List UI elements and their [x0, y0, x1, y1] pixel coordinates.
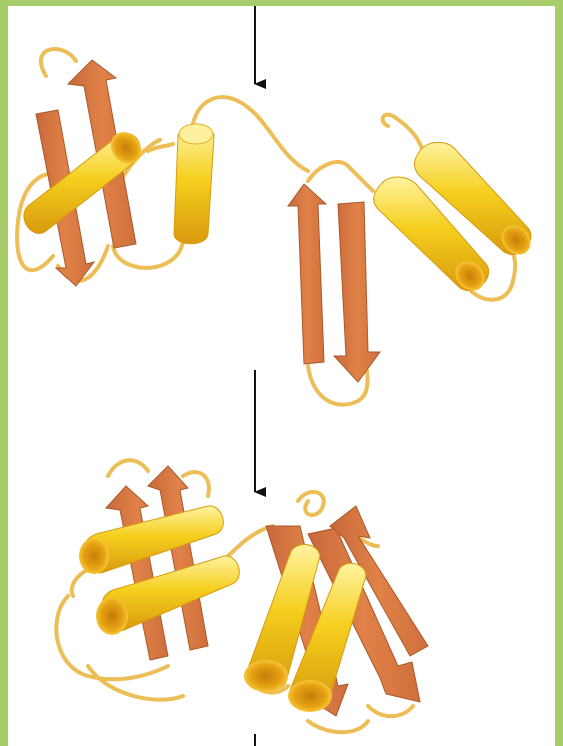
protein-folding-diagram — [8, 6, 555, 746]
beta-strand-top-4 — [334, 202, 380, 382]
stage-folded — [56, 460, 428, 732]
beta-strand-top-3 — [288, 184, 326, 364]
stage-partially-folded — [17, 49, 536, 405]
diagram-panel — [8, 6, 555, 746]
alpha-helix-top-2 — [174, 124, 214, 244]
